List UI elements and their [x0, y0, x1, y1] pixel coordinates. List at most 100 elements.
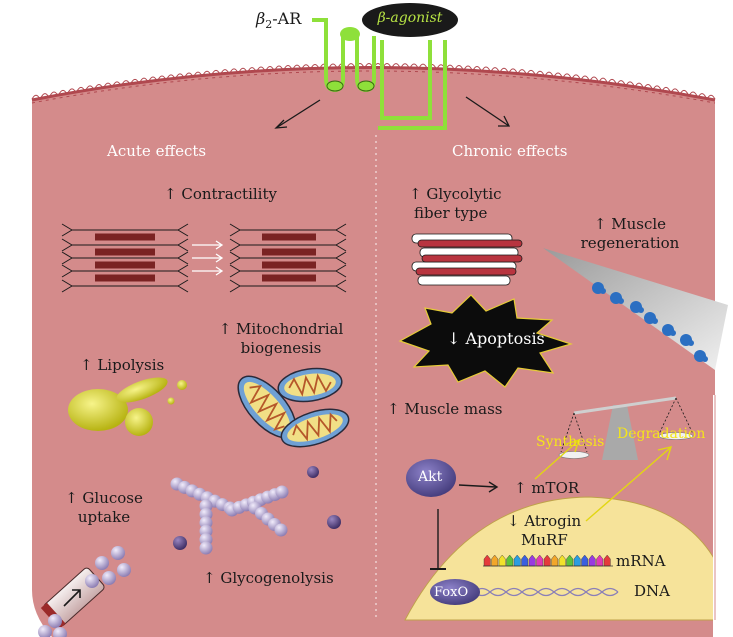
membrane-bump — [49, 91, 59, 97]
membrane-bump — [652, 85, 662, 91]
receptor-label-suffix: -AR — [272, 9, 302, 28]
membrane-bump — [544, 71, 554, 77]
membrane-bump — [706, 94, 716, 100]
myosin-band — [262, 261, 316, 269]
myosin-band — [262, 274, 316, 282]
z-line-spoke — [335, 223, 347, 231]
mrna-label: mRNA — [616, 552, 666, 570]
akt-label: Akt — [418, 469, 443, 485]
red-fiber — [417, 239, 523, 248]
z-line-spoke — [335, 257, 347, 265]
z-line-spoke — [335, 229, 347, 237]
glucose-line2: uptake — [77, 508, 131, 526]
z-line-spoke — [229, 264, 241, 272]
glycogenolysis-label: ↑ Glycogenolysis — [203, 569, 334, 587]
membrane-bump — [202, 70, 212, 76]
glucose-uptake-label: ↑ Glucose uptake — [58, 489, 150, 527]
z-line-spoke — [229, 229, 241, 237]
membrane-bump — [175, 73, 185, 79]
muscle-mass-label: ↑ Muscle mass — [387, 400, 503, 418]
membrane-bump — [31, 94, 41, 100]
membrane-bump — [76, 86, 86, 92]
membrane-bump — [193, 71, 203, 77]
mtor-label: ↑ mTOR — [514, 479, 580, 497]
membrane-bump — [400, 63, 410, 69]
membrane-bump — [310, 63, 320, 69]
z-line-spoke — [229, 270, 241, 278]
glycolytic-line2: fiber type — [414, 204, 488, 222]
z-line-spoke — [177, 285, 189, 293]
sarcomere-contracted — [229, 223, 347, 293]
membrane-bump — [256, 66, 266, 72]
membrane-bump — [670, 88, 680, 94]
z-line-spoke — [335, 270, 347, 278]
membrane-bump — [130, 78, 140, 84]
signaling-arrows — [430, 438, 673, 570]
dark-glucose-particles — [173, 466, 341, 550]
membrane-bump — [499, 67, 509, 73]
membrane-bump — [697, 93, 707, 98]
z-line-spoke — [229, 244, 241, 252]
membrane-bump — [283, 65, 293, 70]
z-line-spoke — [177, 257, 189, 265]
membrane-bump — [301, 64, 311, 70]
bead — [274, 523, 288, 537]
chronic-effects-title: Chronic effects — [452, 142, 568, 160]
membrane-bump — [481, 66, 491, 72]
satellite-cell-bleb — [600, 288, 606, 294]
membrane-bump — [508, 68, 518, 74]
z-line-spoke — [229, 279, 241, 287]
atrogin-line1: ↓ Atrogin — [507, 512, 582, 530]
z-line-spoke — [177, 238, 189, 246]
branch-arrows — [274, 96, 511, 129]
membrane-bump — [112, 81, 122, 87]
membrane-bump — [94, 84, 104, 89]
contractility-label: ↑ Contractility — [164, 185, 277, 203]
z-line-spoke — [61, 251, 73, 259]
membrane-bump — [463, 65, 473, 71]
myosin-band — [262, 248, 316, 256]
satellite-cells — [592, 282, 708, 362]
akt-protein — [406, 459, 456, 497]
membrane-bump — [571, 74, 581, 80]
satellite-cell-bleb — [638, 307, 644, 313]
apoptosis-burst — [398, 294, 574, 388]
membrane-bump — [121, 80, 131, 85]
mitochondrial-line2: biogenesis — [240, 339, 322, 357]
regeneration-line1: ↑ Muscle — [593, 215, 667, 233]
red-fiber — [421, 254, 523, 263]
atrogin-line2: MuRF — [521, 531, 568, 549]
membrane-bump — [391, 63, 401, 68]
membrane-bump — [472, 66, 482, 71]
white-fiber — [417, 275, 511, 286]
lower-right-cell-edge — [713, 395, 733, 637]
z-line-spoke — [177, 251, 189, 259]
z-line-spoke — [61, 279, 73, 287]
membrane-bump — [679, 89, 689, 95]
degradation-label: Degradation — [617, 426, 706, 442]
z-line-spoke — [177, 244, 189, 252]
glucose-bead — [102, 571, 116, 585]
glycolytic-line1: ↑ Glycolytic — [409, 185, 502, 203]
z-line-spoke — [177, 223, 189, 231]
membrane-bump — [85, 85, 95, 91]
membrane-bump — [139, 77, 149, 83]
regeneration-line2: regeneration — [580, 234, 680, 252]
glycolytic-fiber-bundle — [411, 233, 523, 286]
receptor-label: β2-AR — [256, 9, 301, 34]
membrane-bump — [274, 65, 284, 71]
sarcomere-relaxed — [61, 223, 189, 293]
z-line-spoke — [177, 279, 189, 287]
membrane-bump — [580, 75, 590, 81]
mitochondria — [237, 367, 350, 448]
membrane-bump — [517, 69, 527, 74]
membrane-bump — [643, 84, 653, 89]
satellite-cell-bleb — [652, 318, 658, 324]
myosin-band — [95, 274, 155, 282]
z-line-spoke — [61, 270, 73, 278]
z-line-spoke — [229, 257, 241, 265]
z-line-spoke — [335, 238, 347, 246]
z-line-spoke — [335, 264, 347, 272]
